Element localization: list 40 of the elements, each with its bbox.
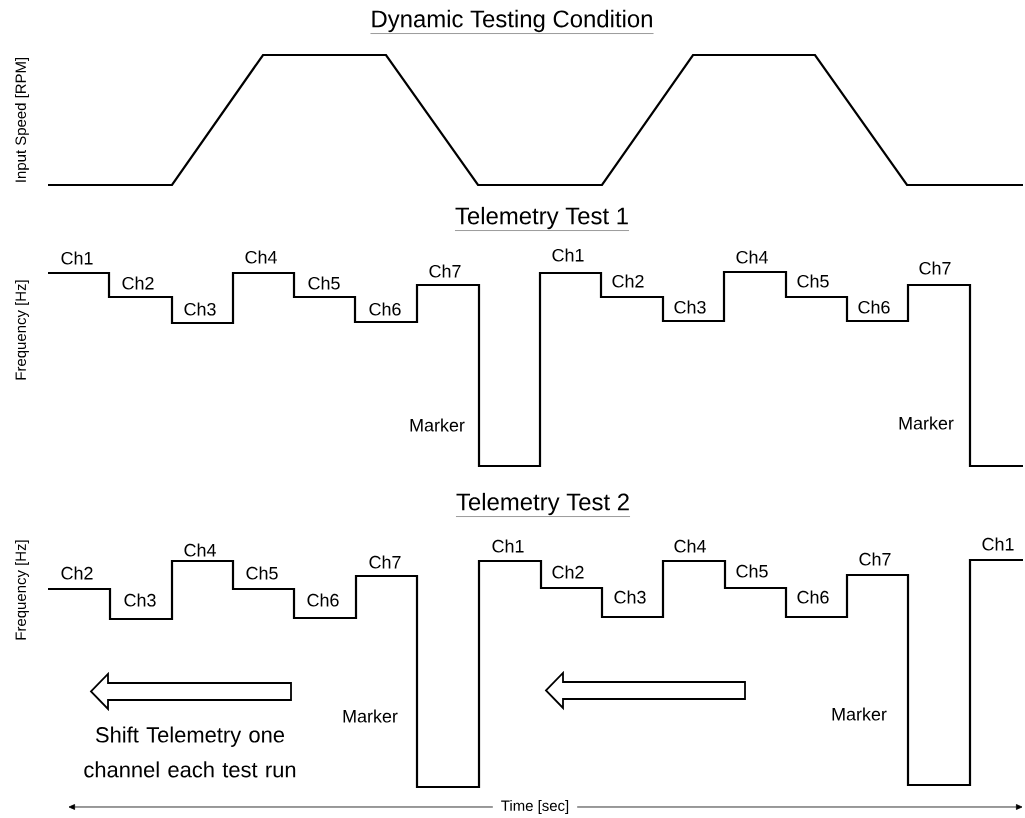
channel-label: Ch3 bbox=[674, 300, 706, 314]
channel-label: Marker bbox=[410, 418, 465, 432]
channel-label: Ch1 bbox=[492, 539, 524, 553]
channel-label: Ch6 bbox=[369, 302, 401, 316]
channel-label: Ch4 bbox=[184, 543, 216, 557]
channel-label: Ch5 bbox=[797, 274, 829, 288]
channel-label: Ch2 bbox=[612, 274, 644, 288]
channel-label: Ch7 bbox=[429, 264, 461, 278]
axis-label: Frequency [Hz] bbox=[15, 280, 29, 380]
channel-label: Ch2 bbox=[122, 276, 154, 290]
channel-label: Ch5 bbox=[246, 566, 278, 580]
channel-label: Ch4 bbox=[736, 250, 768, 264]
axis-label: Input Speed [RPM] bbox=[15, 57, 29, 182]
chart-title: Dynamic Testing Condition bbox=[370, 9, 654, 34]
channel-label: Ch7 bbox=[369, 555, 401, 569]
channel-label: Ch7 bbox=[859, 552, 891, 566]
channel-label: Ch6 bbox=[307, 593, 339, 607]
channel-label: Ch2 bbox=[61, 566, 93, 580]
axis-label: Time [sec] bbox=[492, 799, 578, 815]
channel-label: Ch6 bbox=[858, 300, 890, 314]
panel-heading: Telemetry Test 1 bbox=[454, 206, 630, 231]
channel-label: Ch1 bbox=[552, 248, 584, 262]
axis-label: Frequency [Hz] bbox=[15, 540, 29, 640]
channel-label: Ch6 bbox=[797, 590, 829, 604]
channel-label: Marker bbox=[343, 709, 398, 723]
channel-label: Ch4 bbox=[245, 250, 277, 264]
channel-label: Marker bbox=[832, 707, 887, 721]
channel-label: Ch3 bbox=[124, 593, 156, 607]
channel-label: Ch2 bbox=[552, 565, 584, 579]
channel-label: Ch5 bbox=[736, 564, 768, 578]
channel-label: Ch7 bbox=[919, 261, 951, 275]
note: Shift Telemetry one channel each test run bbox=[84, 726, 296, 778]
channel-label: Ch5 bbox=[308, 276, 340, 290]
channel-label: Marker bbox=[899, 416, 954, 430]
channel-label: Ch3 bbox=[184, 302, 216, 316]
channel-label: Ch1 bbox=[61, 251, 93, 265]
channel-label: Ch3 bbox=[614, 590, 646, 604]
panel-heading: Telemetry Test 2 bbox=[455, 492, 631, 517]
channel-label: Ch1 bbox=[982, 537, 1014, 551]
channel-label: Ch4 bbox=[674, 539, 706, 553]
